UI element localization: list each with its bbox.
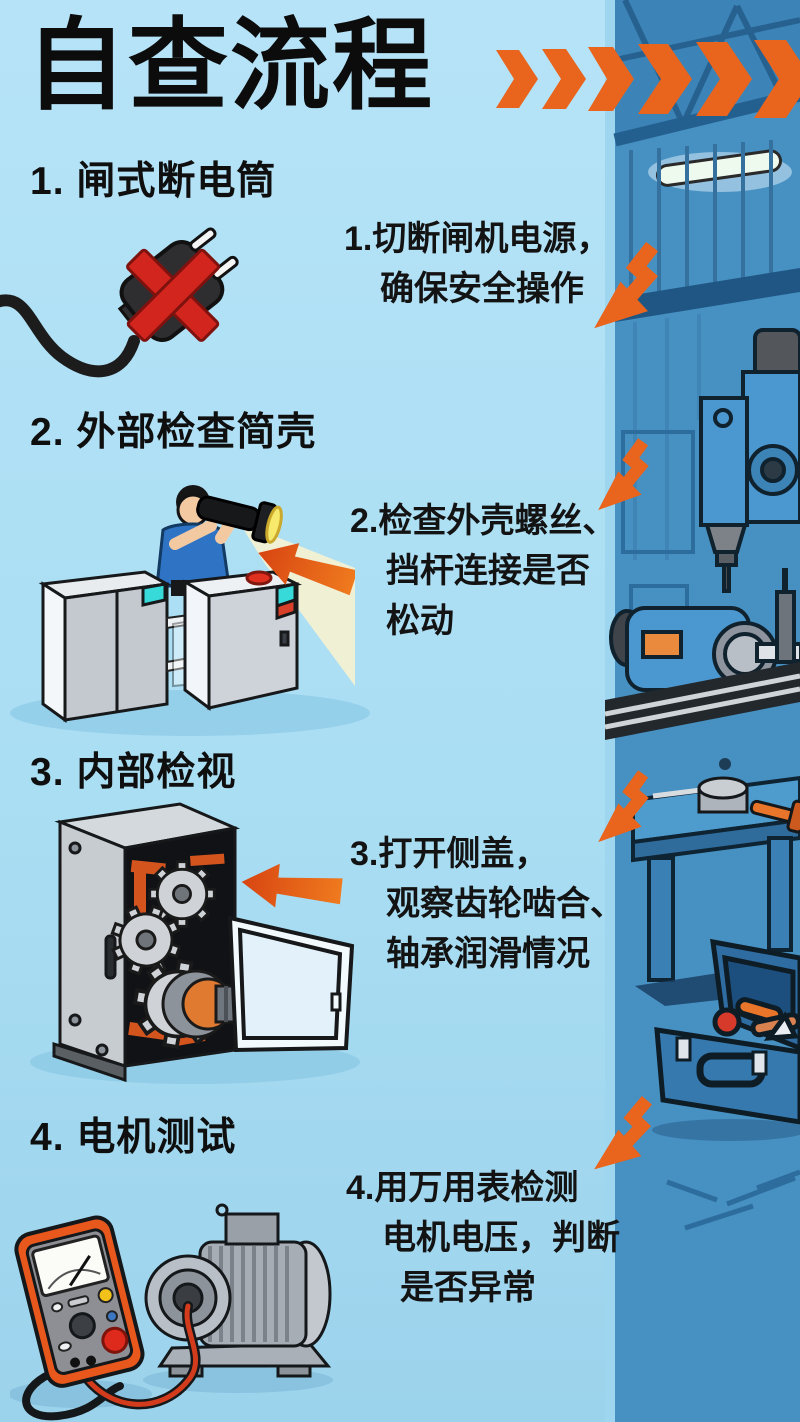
step3-desc-line2: 观察齿轮啮合、: [386, 885, 624, 923]
chevron-right-icon: [496, 40, 800, 118]
step3-heading: 3. 内部检视: [30, 751, 237, 794]
step1-description: 1.切断闸机电源， 确保安全操作: [344, 214, 610, 314]
step2-desc-line3: 松动: [386, 602, 454, 640]
step2-heading: 2. 外部检查简壳: [30, 411, 317, 454]
header-arrows: [488, 36, 800, 122]
step3-desc-line3: 轴承润滑情况: [386, 935, 590, 973]
flow-arrow-3-icon: [592, 764, 654, 852]
inspector-flashlight-turnstile-icon: [25, 472, 355, 737]
step4-desc-line1: 4.用万用表检测: [346, 1169, 579, 1207]
flow-arrow-4-icon: [587, 1082, 660, 1188]
step1-desc-line1: 1.切断闸机电源，: [344, 220, 611, 258]
step2-desc-line2: 挡杆连接是否: [386, 552, 590, 590]
unplugged-power-plug-icon: [0, 215, 240, 405]
multimeter-electric-motor-icon: [10, 1180, 340, 1422]
step2-description: 2.检查外壳螺丝、 挡杆连接是否 松动: [350, 496, 616, 646]
step4-desc-line2: 电机电压，判断: [382, 1219, 620, 1257]
step3-desc-line1: 3.打开侧盖，: [350, 835, 549, 873]
workshop-scene-icon: [605, 0, 800, 1422]
step4-heading: 4. 电机测试: [30, 1116, 237, 1159]
step2-desc-line1: 2.检查外壳螺丝、: [350, 502, 617, 540]
step3-description: 3.打开侧盖， 观察齿轮啮合、 轴承润滑情况: [350, 829, 624, 979]
step1-desc-line2: 确保安全操作: [380, 270, 584, 308]
open-cabinet-gears-icon: [30, 798, 360, 1083]
flow-arrow-1-icon: [584, 239, 667, 337]
flow-arrow-2-icon: [592, 432, 654, 520]
step4-description: 4.用万用表检测 电机电压，判断 是否异常: [346, 1163, 620, 1313]
page-title: 自查流程: [26, 10, 434, 122]
step1-heading: 1. 闸式断电筒: [30, 160, 277, 203]
step4-desc-line3: 是否异常: [400, 1269, 536, 1307]
workshop-panel-illustration: [605, 0, 800, 1422]
